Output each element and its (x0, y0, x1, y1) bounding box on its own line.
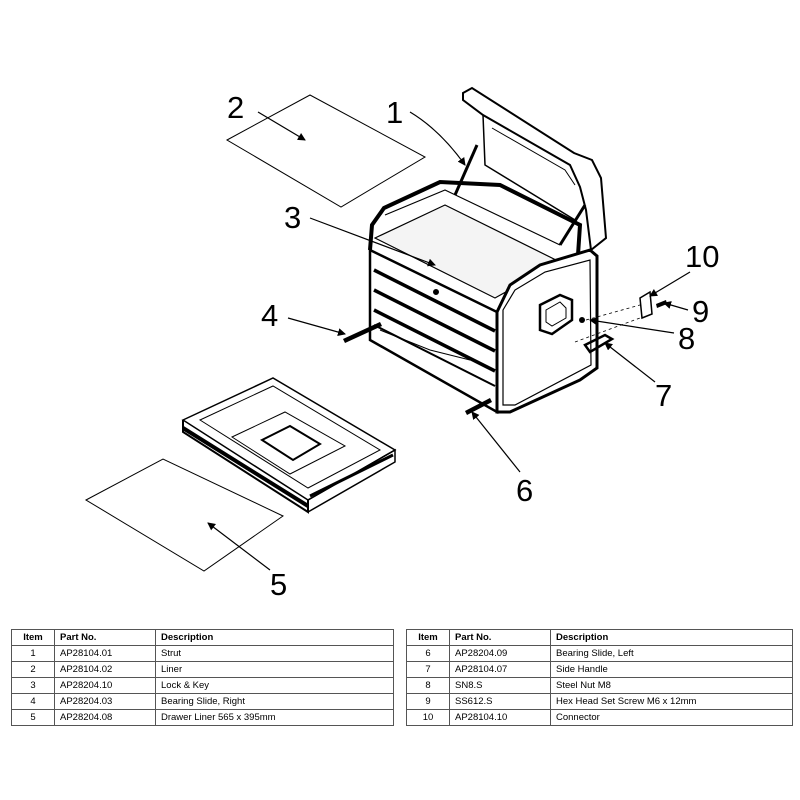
callout-7: 7 (655, 378, 672, 413)
table-row: 2 AP28104.02 Liner (11, 661, 394, 678)
header-part-no: Part No. (449, 629, 551, 646)
callout-3: 3 (284, 200, 301, 235)
header-item: Item (406, 629, 450, 646)
part-number: AP28204.10 (54, 677, 156, 694)
bearing-slide-right (343, 322, 382, 343)
part-description: Strut (155, 645, 394, 662)
item-number: 8 (406, 677, 450, 694)
item-number: 10 (406, 709, 450, 726)
part-description: Side Handle (550, 661, 793, 678)
table-row: 3 AP28204.10 Lock & Key (11, 677, 394, 694)
connector (639, 290, 653, 320)
header-description: Description (550, 629, 793, 646)
header-description: Description (155, 629, 394, 646)
callout-1: 1 (386, 95, 403, 130)
drawer-liner-sheet (84, 458, 284, 572)
table-row: 1 AP28104.01 Strut (11, 645, 394, 662)
part-number: AP28204.03 (54, 693, 156, 710)
part-number: AP28204.08 (54, 709, 156, 726)
parts-table-right: Item Part No. Description 6 AP28204.09 B… (406, 629, 793, 726)
callout-5: 5 (270, 567, 287, 602)
part-description: Hex Head Set Screw M6 x 12mm (550, 693, 793, 710)
part-number: SN8.S (449, 677, 551, 694)
item-number: 5 (11, 709, 55, 726)
table-row: 6 AP28204.09 Bearing Slide, Left (406, 645, 793, 662)
steel-nut (579, 317, 585, 323)
liner-sheet (225, 94, 427, 208)
parts-table-left: Item Part No. Description 1 AP28104.01 S… (11, 629, 394, 726)
part-number: AP28204.09 (449, 645, 551, 662)
callout-8: 8 (678, 321, 695, 356)
part-number: AP28104.07 (449, 661, 551, 678)
callout-9: 9 (692, 294, 709, 329)
part-description: Steel Nut M8 (550, 677, 793, 694)
part-description: Lock & Key (155, 677, 394, 694)
part-number: SS612.S (449, 693, 551, 710)
side-handle (583, 333, 615, 354)
item-number: 1 (11, 645, 55, 662)
part-description: Bearing Slide, Right (155, 693, 394, 710)
part-description: Liner (155, 661, 394, 678)
table-row: 9 SS612.S Hex Head Set Screw M6 x 12mm (406, 693, 793, 710)
drawer (181, 377, 397, 514)
bearing-slide-left (465, 398, 492, 415)
tool-chest (368, 86, 608, 415)
part-description: Connector (550, 709, 793, 726)
item-number: 3 (11, 677, 55, 694)
table-row: 7 AP28104.07 Side Handle (406, 661, 793, 678)
part-number: AP28104.02 (54, 661, 156, 678)
item-number: 7 (406, 661, 450, 678)
callout-2: 2 (227, 90, 244, 125)
item-number: 4 (11, 693, 55, 710)
table-row: 4 AP28204.03 Bearing Slide, Right (11, 693, 394, 710)
table-row: 8 SN8.S Steel Nut M8 (406, 677, 793, 694)
item-number: 9 (406, 693, 450, 710)
part-description: Drawer Liner 565 x 395mm (155, 709, 394, 726)
callout-4: 4 (261, 298, 278, 333)
part-description: Bearing Slide, Left (550, 645, 793, 662)
item-number: 2 (11, 661, 55, 678)
leader-lines (207, 111, 691, 571)
part-number: AP28104.01 (54, 645, 156, 662)
callout-10: 10 (685, 239, 719, 274)
header-item: Item (11, 629, 55, 646)
callout-6: 6 (516, 473, 533, 508)
item-number: 6 (406, 645, 450, 662)
table-row: 10 AP28104.10 Connector (406, 709, 793, 726)
exploded-parts-diagram: 1 2 3 4 5 6 7 8 9 10 (84, 86, 719, 602)
header-part-no: Part No. (54, 629, 156, 646)
table-row: 5 AP28204.08 Drawer Liner 565 x 395mm (11, 709, 394, 726)
part-number: AP28104.10 (449, 709, 551, 726)
